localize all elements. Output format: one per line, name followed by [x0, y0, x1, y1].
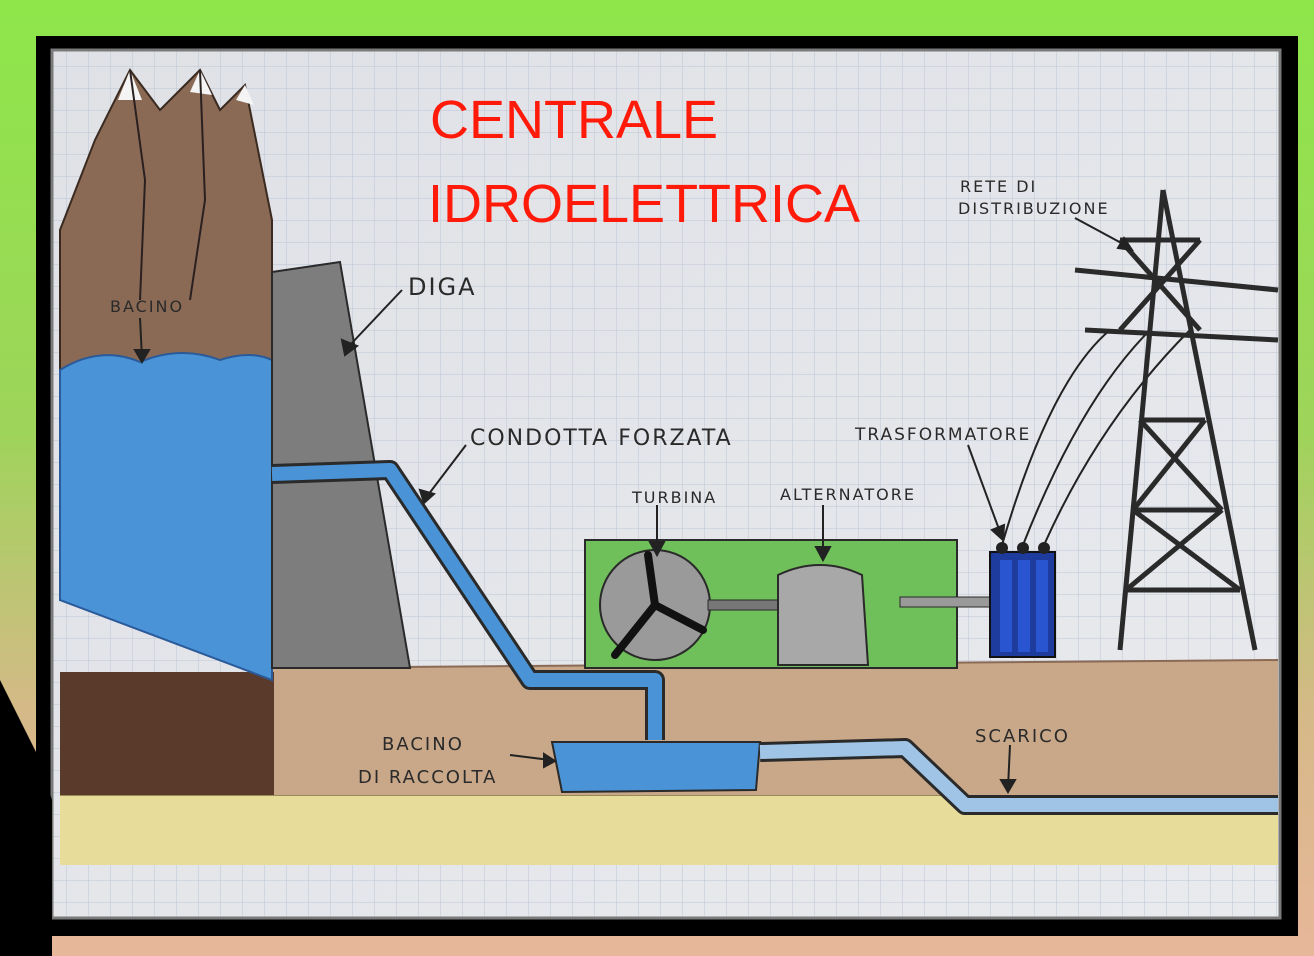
mountains: [59, 68, 273, 401]
label-bacino-raccolta-line2: DI RACCOLTA: [358, 767, 497, 788]
electricity-pylon: [1074, 189, 1279, 651]
label-turbina: TURBINA: [631, 488, 717, 507]
alternator: [777, 564, 870, 666]
label-diga: DIGA: [408, 273, 477, 301]
arrows: [133, 217, 1135, 794]
rock-block: [60, 672, 274, 795]
label-scarico: SCARICO: [975, 726, 1070, 747]
earth-layer: [272, 660, 1278, 795]
label-rete-line2: DISTRIBUZIONE: [958, 199, 1110, 218]
discharge-water: [759, 741, 1278, 812]
left-dark-shape: [0, 680, 52, 956]
label-rete-line1: RETE DI: [960, 177, 1037, 196]
penstock-water: [271, 463, 662, 740]
power-cable: [899, 596, 991, 608]
label-bacino: BACINO: [110, 297, 184, 316]
turbine: [599, 549, 711, 661]
label-bacino-raccolta-line1: BACINO: [382, 734, 464, 755]
label-alternatore: ALTERNATORE: [780, 485, 916, 504]
reservoir-water: [59, 352, 273, 682]
title-line-2: IDROELETTRICA: [428, 174, 860, 234]
label-condotta-forzata: CONDOTTA FORZATA: [470, 426, 733, 451]
collection-basin: [550, 741, 762, 794]
transformer: [989, 329, 1191, 658]
label-trasformatore: TRASFORMATORE: [854, 425, 1031, 445]
title-line-1: CENTRALE: [430, 90, 718, 150]
